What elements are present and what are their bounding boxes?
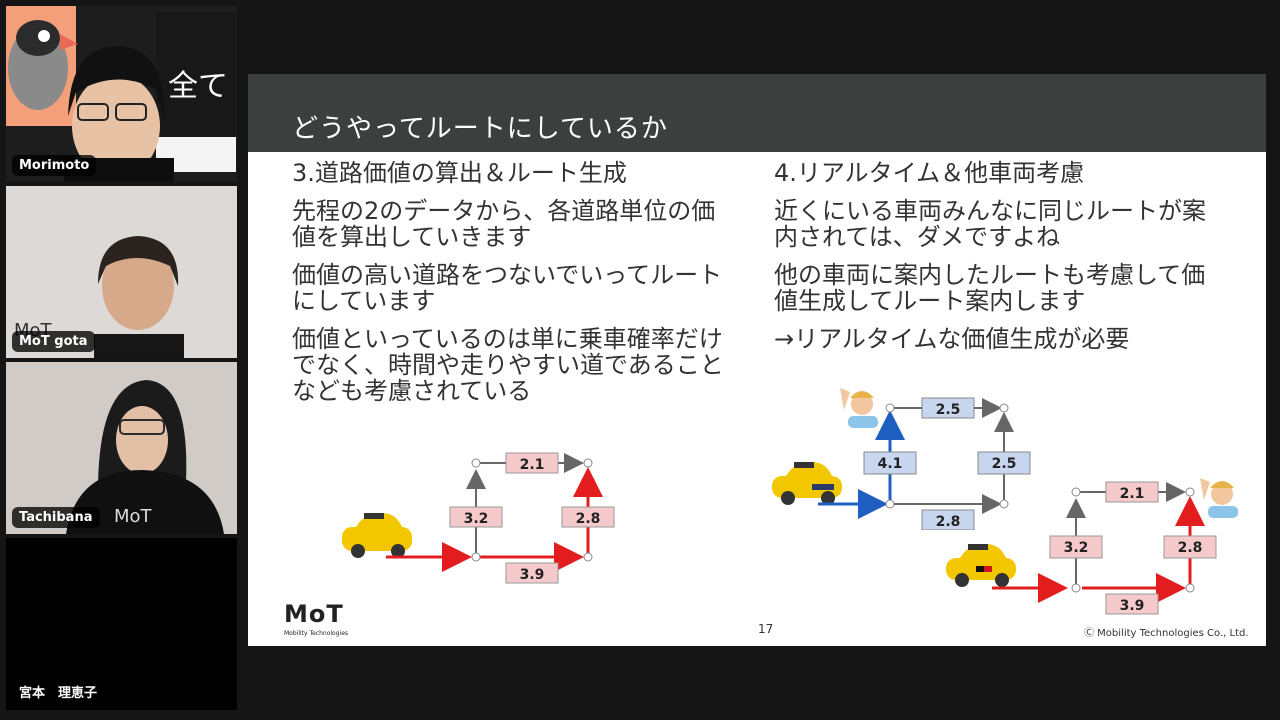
participant-tile-tachibana[interactable]: MoT Tachibana xyxy=(6,362,237,534)
weight-label: 2.5 xyxy=(936,402,961,418)
video-feed: 全て xyxy=(6,6,237,182)
weight-label: 3.2 xyxy=(1064,540,1089,556)
route-weight-box: 2.5 xyxy=(977,451,1031,475)
weight-label: 3.2 xyxy=(464,511,489,527)
slide-header: どうやってルートにしているか xyxy=(248,74,1266,152)
left-column: 3.道路価値の算出＆ルート生成 先程の2のデータから、各道路単位の価値を算出して… xyxy=(292,160,732,416)
person-waving-icon xyxy=(840,388,878,428)
right-text-1: 近くにいる車両みんなに同じルートが案内されては、ダメですよね xyxy=(774,197,1206,251)
weight-label: 2.8 xyxy=(576,511,601,527)
taxi-icon xyxy=(946,544,1016,587)
participant-tile-mot-gota[interactable]: MoT MoT gota xyxy=(6,186,237,358)
participant-name: Morimoto xyxy=(12,155,97,176)
weight-label: 2.1 xyxy=(520,457,545,473)
weight-label: 2.1 xyxy=(1120,486,1145,502)
slide-title: どうやってルートにしているか xyxy=(292,114,668,144)
left-text-2: 価値の高い道路をつないでいってルートにしています xyxy=(292,261,723,315)
participant-name: 宮本 理恵子 xyxy=(12,679,105,704)
shared-slide: どうやってルートにしているか 3.道路価値の算出＆ルート生成 先程の2のデータか… xyxy=(248,74,1266,646)
company-logo: MoT xyxy=(284,600,344,628)
svg-text:全て: 全て xyxy=(168,69,228,104)
participant-name: MoT gota xyxy=(12,331,95,352)
route-diagram-right-red: 2.1 3.2 2.8 3.9 xyxy=(946,478,1238,615)
route-weight-box: 2.1 xyxy=(1105,481,1159,503)
route-weight-box: 2.8 xyxy=(561,506,615,528)
weight-label: 4.1 xyxy=(878,456,903,472)
route-diagram-left: 2.1 3.2 2.8 3.9 xyxy=(342,452,615,584)
weight-label: 3.9 xyxy=(1120,598,1145,614)
right-text-3: →リアルタイムな価値生成が必要 xyxy=(774,325,1130,353)
route-weight-box: 2.8 xyxy=(921,509,975,530)
svg-text:MoT: MoT xyxy=(114,506,153,527)
taxi-icon xyxy=(342,513,412,558)
person-waving-icon xyxy=(1200,478,1238,518)
participant-tile-miyamoto[interactable]: 宮本 理恵子 xyxy=(6,538,237,710)
route-weight-box: 2.5 xyxy=(921,397,975,419)
left-text-3: 価値といっているのは単に乗車確率だけでなく、時間や走りやすい道であることなども考… xyxy=(292,325,724,405)
copyright-notice: Ⓒ Mobility Technologies Co., Ltd. xyxy=(1084,628,1249,639)
participant-tile-morimoto[interactable]: 全て Morimoto xyxy=(6,6,237,182)
left-heading: 3.道路価値の算出＆ルート生成 xyxy=(292,159,627,187)
route-weight-box: 3.2 xyxy=(1049,535,1103,559)
route-weight-box: 3.2 xyxy=(449,506,503,528)
page-number: 17 xyxy=(758,622,774,636)
right-heading: 4.リアルタイム＆他車両考慮 xyxy=(774,159,1085,187)
right-column: 4.リアルタイム＆他車両考慮 近くにいる車両みんなに同じルートが案内されては、ダ… xyxy=(774,160,1224,364)
weight-label: 2.8 xyxy=(1178,540,1203,556)
weight-label: 2.8 xyxy=(936,514,961,530)
route-weight-box: 2.8 xyxy=(1163,535,1217,559)
video-feed: MoT xyxy=(6,362,237,534)
route-weight-box: 3.9 xyxy=(1105,593,1159,615)
weight-label: 2.5 xyxy=(992,456,1017,472)
route-diagram-right-blue: 2.5 4.1 2.5 2.8 xyxy=(772,388,1031,530)
left-text-1: 先程の2のデータから、各道路単位の価値を算出していきます xyxy=(292,197,716,251)
taxi-icon xyxy=(772,462,842,505)
right-text-2: 他の車両に案内したルートも考慮して価値生成してルート案内します xyxy=(774,261,1206,315)
route-weight-box: 2.1 xyxy=(505,452,559,474)
route-weight-box: 3.9 xyxy=(505,562,559,584)
route-weight-box: 4.1 xyxy=(863,451,917,475)
weight-label: 3.9 xyxy=(520,567,545,583)
company-logo-subtitle: Mobility Technologies xyxy=(284,630,349,637)
participant-name: Tachibana xyxy=(12,507,100,528)
